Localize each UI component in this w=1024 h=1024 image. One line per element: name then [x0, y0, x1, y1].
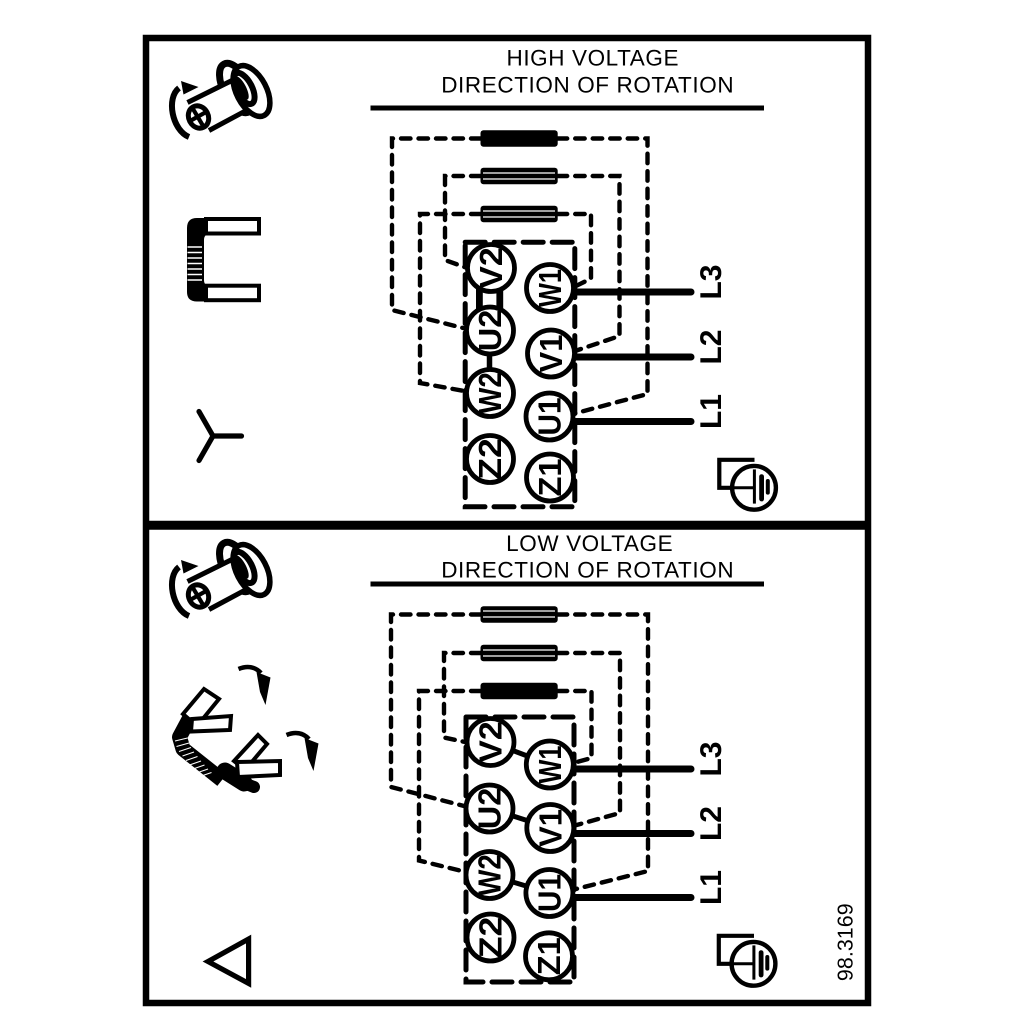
- svg-text:U2: U2: [472, 788, 508, 830]
- svg-text:W2: W2: [472, 854, 508, 896]
- svg-text:L1: L1: [695, 394, 728, 429]
- svg-text:98.3169: 98.3169: [833, 903, 857, 981]
- svg-text:LOW VOLTAGE: LOW VOLTAGE: [506, 531, 673, 556]
- svg-text:W1: W1: [532, 269, 568, 307]
- svg-text:L3: L3: [695, 741, 728, 776]
- svg-text:U1: U1: [531, 874, 567, 912]
- svg-text:V2: V2: [473, 247, 509, 289]
- svg-text:Z1: Z1: [532, 459, 568, 497]
- svg-text:U2: U2: [472, 310, 508, 352]
- svg-text:DIRECTION OF ROTATION: DIRECTION OF ROTATION: [441, 73, 734, 98]
- svg-text:L1: L1: [695, 870, 728, 905]
- svg-text:V1: V1: [532, 809, 568, 847]
- svg-text:L2: L2: [695, 329, 728, 364]
- svg-text:Z2: Z2: [473, 917, 509, 959]
- svg-text:Z1: Z1: [531, 937, 567, 975]
- svg-text:V1: V1: [533, 335, 569, 373]
- svg-text:HIGH VOLTAGE: HIGH VOLTAGE: [506, 45, 679, 70]
- svg-text:L2: L2: [695, 806, 728, 841]
- svg-text:U1: U1: [532, 398, 568, 436]
- svg-text:V2: V2: [473, 721, 509, 763]
- svg-text:W2: W2: [472, 372, 508, 414]
- svg-text:L3: L3: [695, 264, 728, 299]
- svg-text:Z2: Z2: [472, 438, 508, 480]
- svg-text:DIRECTION OF ROTATION: DIRECTION OF ROTATION: [441, 557, 734, 582]
- svg-text:W1: W1: [532, 746, 568, 784]
